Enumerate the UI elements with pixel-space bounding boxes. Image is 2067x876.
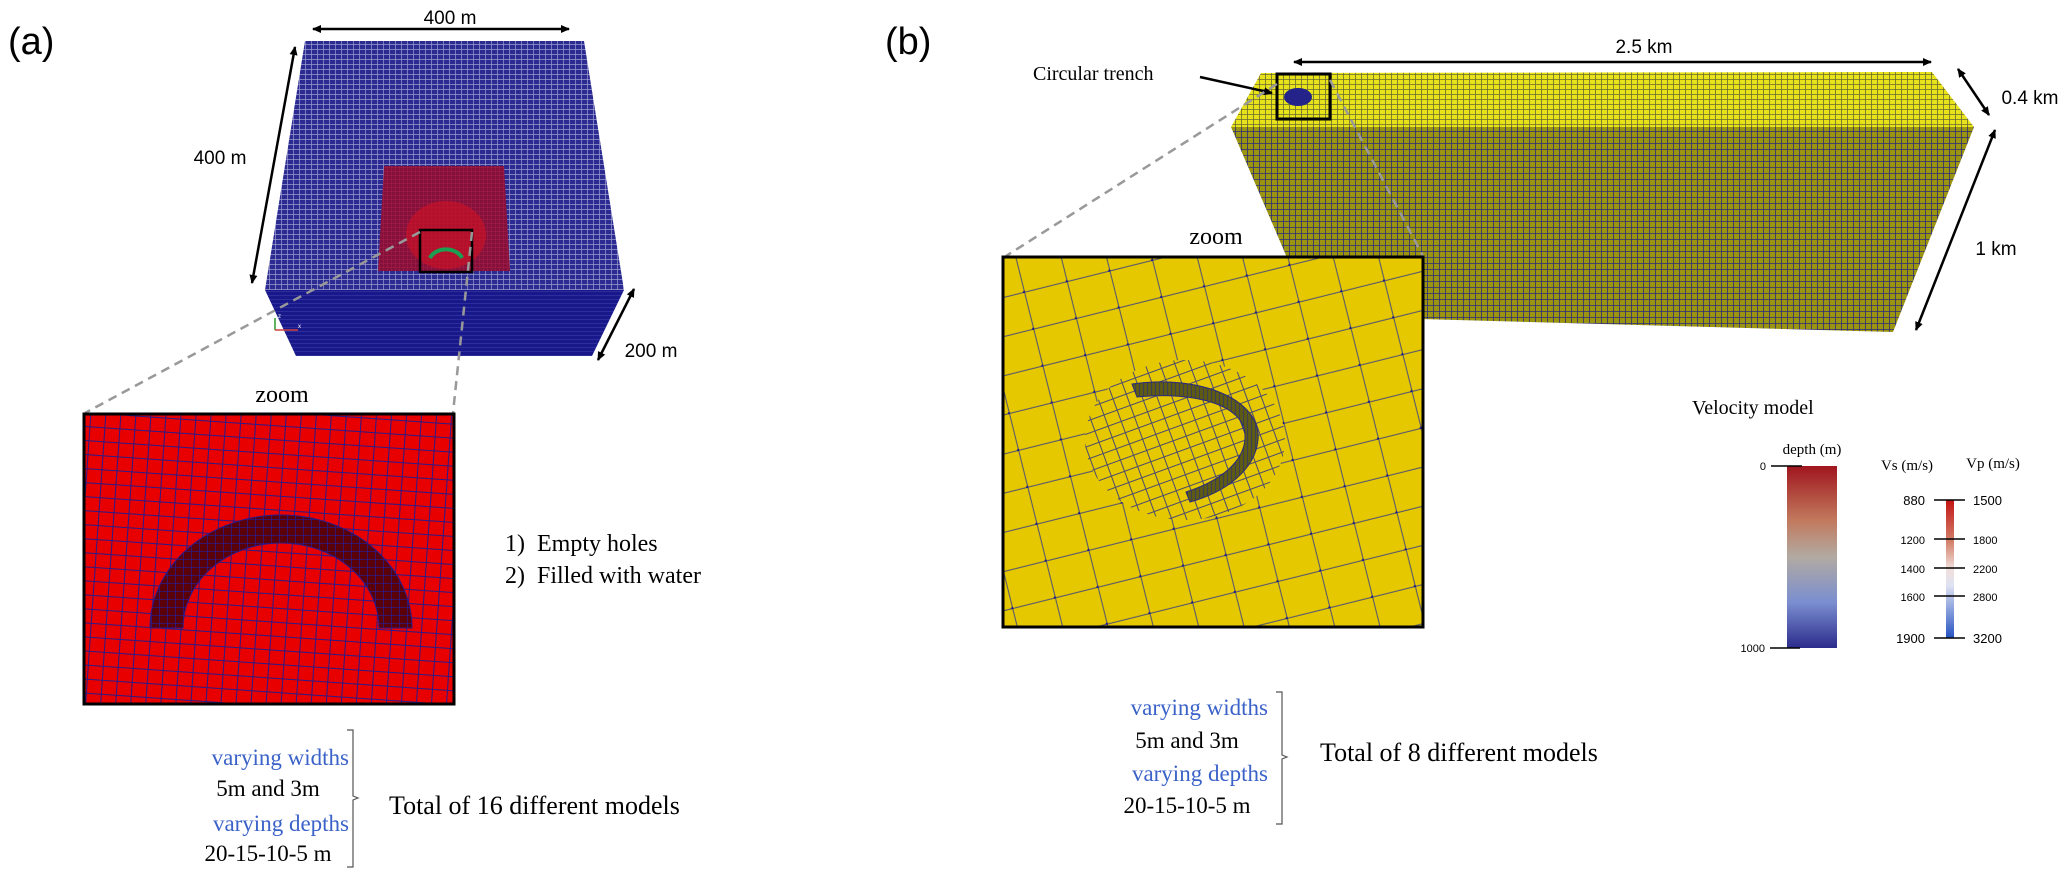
dim-depth-label: 1 km — [1975, 239, 2016, 260]
depth-tick-label: 0 — [1760, 461, 1766, 473]
bracket-a — [347, 729, 360, 868]
vs-axis-label: Vs (m/s) — [1881, 458, 1933, 474]
case-item-2: 2) Filled with water — [505, 563, 701, 589]
vs-tick-label: 1900 — [1896, 631, 1925, 646]
depths-label-b: varying depths — [1132, 761, 1268, 786]
vs-tick-label: 1200 — [1901, 535, 1925, 547]
panel-a-label: (a) — [8, 21, 54, 63]
vp-tick-label: 3200 — [1973, 631, 2002, 646]
velocity-legend: Velocity model depth (m) 0 1000 Vs (m/s)… — [1692, 397, 2020, 655]
box-top-face — [1231, 72, 1974, 127]
dim-depth-label: 200 m — [625, 341, 678, 362]
zoom-box — [418, 228, 474, 274]
vp-tick-label: 2800 — [1973, 592, 1997, 604]
depth-axis-label: depth (m) — [1783, 442, 1842, 458]
bracket-b — [1276, 691, 1289, 825]
zoom-panel-frame — [82, 412, 456, 706]
trench-marker — [1284, 88, 1312, 106]
depth-tick-label: 1000 — [1741, 643, 1765, 655]
dim-arrow-depth — [1914, 129, 1997, 331]
dim-width-label: 400 m — [424, 8, 477, 29]
widths-value-b: 5m and 3m — [1135, 728, 1239, 753]
circular-trench — [1131, 381, 1259, 503]
box-model-3d-a: z x — [265, 41, 624, 356]
case-item-1: 1) Empty holes — [505, 531, 658, 557]
vs-tick-label: 1600 — [1901, 592, 1925, 604]
axes-indicator: z x — [274, 314, 301, 331]
trench-pointer-arrow — [1199, 75, 1273, 96]
axis-z-label: z — [278, 314, 281, 320]
vs-tick-label: 1400 — [1901, 564, 1925, 576]
vs-tick-label: 880 — [1903, 493, 1925, 508]
circular-trench-label: Circular trench — [1033, 63, 1154, 85]
zoom-label-a: zoom — [255, 382, 309, 408]
zoom-panel-b — [1001, 255, 1425, 629]
total-models-a: Total of 16 different models — [389, 791, 680, 820]
velocity-colorbar — [1946, 500, 1954, 638]
depths-value-b: 20-15-10-5 m — [1123, 793, 1250, 818]
vp-axis-label: Vp (m/s) — [1966, 456, 2020, 472]
red-mesh — [84, 414, 454, 704]
depth-colorbar — [1787, 466, 1837, 648]
zoom-panel-a — [82, 412, 456, 706]
dim-width-label: 0.4 km — [2001, 88, 2058, 109]
dim-arrow-length — [249, 46, 298, 284]
widths-label-a: varying widths — [212, 745, 349, 770]
dim-arrow-width — [1956, 68, 1991, 116]
legend-title: Velocity model — [1692, 397, 1814, 419]
vp-tick-label: 1500 — [1973, 493, 2002, 508]
zoom-guide-right — [451, 231, 474, 414]
vp-tick-label: 2200 — [1973, 564, 1997, 576]
box-front-face — [265, 290, 624, 356]
panel-b-label: (b) — [885, 21, 931, 63]
trench-marker — [428, 247, 464, 260]
zoom-guide-left — [84, 230, 421, 415]
widths-value-a: 5m and 3m — [216, 776, 320, 801]
depths-label-a: varying depths — [213, 811, 349, 836]
zoom-panel-frame — [1001, 255, 1425, 629]
refined-mesh-core — [406, 201, 486, 269]
dim-length-label: 2.5 km — [1615, 37, 1672, 58]
widths-label-b: varying widths — [1131, 695, 1268, 720]
zoom-guide-right — [1328, 79, 1425, 257]
dim-length-label: 400 m — [194, 148, 247, 169]
box-top-face — [265, 41, 624, 290]
zoom-guide-left — [1005, 82, 1278, 258]
zoom-box — [1275, 72, 1332, 121]
zoom-label-b: zoom — [1189, 224, 1243, 250]
vp-tick-label: 1800 — [1973, 535, 1997, 547]
total-models-b: Total of 8 different models — [1320, 738, 1598, 767]
semicircular-trench — [149, 514, 413, 629]
dim-arrow-depth — [596, 288, 636, 361]
axis-x-label: x — [298, 324, 301, 330]
depths-value-a: 20-15-10-5 m — [204, 841, 331, 866]
